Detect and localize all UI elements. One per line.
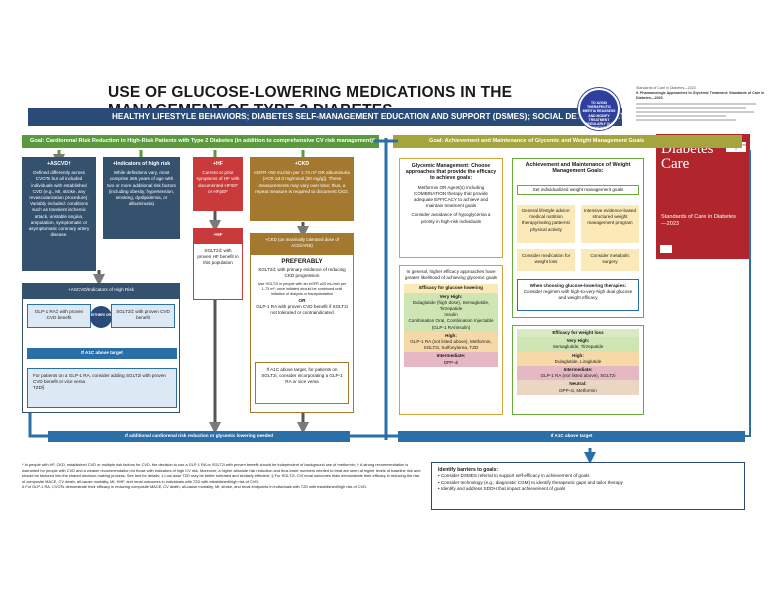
- glycemic-line-1: Metformin OR Agent(s) including COMBINAT…: [413, 184, 489, 209]
- reference-line-2: 9. Pharmacologic Approaches to Glycemic …: [636, 90, 765, 100]
- ascvd-text: Defined differently across CVOTs but all…: [28, 170, 90, 238]
- weight-high: High: Dulaglutide, Liraglutide: [517, 351, 639, 367]
- weight-efficacy-heading: Efficacy for weight loss: [517, 329, 639, 338]
- weight-very-high: Very High: Semaglutide, Tirzepatide: [517, 337, 639, 352]
- glucose-h-label: High:: [445, 332, 457, 338]
- glucose-intermediate: Intermediate: DPP-4i: [404, 352, 498, 367]
- ascvd-bullet-2: TZD§: [33, 385, 45, 391]
- glucose-i-drugs: DPP-4i: [443, 359, 459, 365]
- glucose-high: High: GLP-1 RA (not listed above), Metfo…: [404, 331, 498, 353]
- high-risk-heading: +Indicators of high risk: [112, 161, 171, 167]
- glucose-vh-drugs: Dulaglutide (high dose), Semaglutide, Ti…: [412, 299, 490, 312]
- ckd-sglt2-line: SGLT2i‡ with primary evidence of reducin…: [258, 267, 346, 279]
- weight-heading: Achievement and Maintenance of Weight Ma…: [525, 162, 631, 175]
- high-risk-text: While definitions vary, most comprise ≥5…: [107, 170, 176, 207]
- preferably-label: PREFERABLY: [281, 258, 323, 265]
- dual-efficacy-box: When choosing glucose-lowering therapies…: [517, 279, 639, 311]
- hf-panel: +HF SGLT2i‡ with proven HF benefit in th…: [193, 228, 243, 300]
- glucose-h-drugs: GLP-1 RA (not listed above), Metformin, …: [410, 339, 492, 351]
- either-or-badge: EITHER/ OR: [90, 306, 112, 328]
- ckd-panel: +CKD (on maximally tolerated dose of ACE…: [250, 233, 354, 413]
- lifestyle-banner: HEALTHY LIFESTYLE BEHAVIORS; DIABETES SE…: [28, 108, 710, 126]
- glucose-efficacy-heading: Efficacy for glucose lowering: [404, 284, 498, 293]
- lifestyle-advice-box: General lifestyle advice: medical nutrit…: [517, 205, 575, 243]
- hf-heading: +HF: [213, 161, 223, 167]
- ckd-or-label: OR: [298, 297, 306, 303]
- glycemic-heading: Glycemic Management: Choose approaches t…: [405, 163, 497, 182]
- medication-weight-loss-box: Consider medication for weight loss: [517, 249, 575, 271]
- glycemic-management-box: Glycemic Management: Choose approaches t…: [399, 158, 503, 258]
- barrier-item-3: • Identify and address SDOH that impact …: [438, 486, 566, 492]
- weight-vh-label: Very High:: [566, 338, 590, 344]
- ascvd-followup-box: For patients on a GLP-1 RA, consider add…: [27, 368, 177, 408]
- weight-n-drugs: DPP-4i, Metformin: [559, 387, 597, 393]
- weight-efficacy-box: Efficacy for weight loss Very High: Sema…: [512, 325, 644, 415]
- glycemic-line-2: Consider avoidance of hypoglycemia a pri…: [411, 212, 491, 224]
- ckd-panel-heading: +CKD (on maximally tolerated dose of ACE…: [251, 234, 353, 255]
- glucose-efficacy-box: In general, higher efficacy approaches h…: [399, 265, 503, 415]
- glucose-efficacy-intro: In general, higher efficacy approaches h…: [404, 269, 498, 281]
- weight-goals-box: Set individualized weight management goa…: [517, 185, 639, 195]
- ada-logo-icon: [660, 245, 672, 253]
- left-bottom-bar: If additional cardiorenal risk reduction…: [48, 431, 350, 442]
- glucose-insulin: Insulin: [444, 312, 458, 318]
- hf-text: Current or prior symptoms of HF with doc…: [196, 170, 240, 194]
- weight-management-box: Achievement and Maintenance of Weight Ma…: [512, 158, 644, 318]
- high-risk-box: +Indicators of high risk While definitio…: [103, 157, 180, 239]
- ascvd-panel-heading: +ASCVD/Indicators of High Risk: [23, 284, 179, 299]
- weight-i-drugs: GLP-1 RA (not listed above), SGLT2i: [540, 373, 616, 379]
- glycemic-goal-header: Goal: Achievement and Maintenance of Gly…: [393, 135, 742, 148]
- glucose-vh-label: Very High:: [439, 293, 463, 299]
- glucose-combo: Combination Oral, Combination Injectable…: [408, 318, 494, 330]
- reference-block: Standards of Care in Diabetes—2023 9. Ph…: [636, 86, 766, 123]
- weight-neutral: Neutral: DPP-4i, Metformin: [517, 380, 639, 395]
- hf-box: +HF Current or prior symptoms of HF with…: [193, 157, 243, 211]
- ckd-text: eGFR <60 mL/min per 1.73 m² OR albuminur…: [254, 170, 350, 194]
- footnote-1: * In people with HF, CKD, established CV…: [22, 462, 421, 484]
- hf-panel-text: SGLT2i‡ with proven HF benefit in this p…: [197, 248, 239, 266]
- right-bottom-bar: If A1C above target: [398, 431, 745, 442]
- glucose-i-label: Intermediate:: [436, 353, 466, 359]
- intensive-program-box: Intensive evidence-based structured weig…: [581, 205, 639, 243]
- footnote-2: # For GLP-1 RA, CVOTs demonstrate their …: [22, 484, 368, 490]
- ckd-panel-body: PREFERABLY SGLT2i‡ with primary evidence…: [251, 255, 353, 316]
- glp1-cvd-box: GLP-1 RA‡ with proven CVD benefit: [27, 304, 91, 328]
- journal-subtitle: Standards of Care in Diabetes—2023: [661, 214, 736, 227]
- weight-n-label: Neutral:: [569, 381, 587, 387]
- weight-h-drugs: Dulaglutide, Liraglutide: [554, 358, 602, 364]
- therapeutic-inertia-badge: TO AVOID THERAPEUTIC INERTIA REASSESS AN…: [578, 88, 620, 130]
- ascvd-bullet-1: For patients on a GLP-1 RA, consider add…: [33, 373, 166, 385]
- barrier-item-2: • Consider technology (e.g., diagnostic …: [438, 479, 623, 485]
- barrier-item-1: • Consider DSMES referral to support sel…: [438, 473, 590, 479]
- cardiorenal-goal-header: Goal: Cardiorenal Risk Reduction in High…: [22, 135, 379, 148]
- ckd-heading: +CKD: [294, 161, 310, 167]
- sglt2-cvd-box: SGLT2i‡ with proven CVD benefit: [111, 304, 175, 328]
- dual-efficacy-text: Consider regimen with high-to-very-high …: [523, 289, 633, 301]
- ascvd-box: +ASCVD† Defined differently across CVOTs…: [22, 157, 96, 271]
- ckd-a1c-box: If A1C above target, for patients on SGL…: [255, 362, 349, 404]
- glucose-very-high: Very High: Dulaglutide (high dose), Sema…: [404, 292, 498, 332]
- ascvd-a1c-bar: If A1C above target: [27, 348, 177, 359]
- ckd-glp1-line: GLP-1 RA with proven CVD benefit if SGLT…: [256, 303, 348, 316]
- footnotes: * In people with HF, CKD, established CV…: [22, 462, 422, 490]
- ckd-box: +CKD eGFR <60 mL/min per 1.73 m² OR albu…: [250, 157, 354, 221]
- weight-h-label: High:: [572, 352, 584, 358]
- dual-efficacy-heading: When choosing glucose-lowering therapies…: [529, 283, 627, 288]
- barriers-box: Identify barriers to goals: • Consider D…: [431, 462, 745, 510]
- reference-placeholder-lines: [636, 103, 766, 122]
- journal-name-line2: Care: [661, 156, 690, 172]
- reference-line-1: Standards of Care in Diabetes—2023: [636, 86, 696, 90]
- weight-i-label: Intermediate:: [563, 367, 593, 373]
- ckd-egfr-line: Use SGLT2i in people with an eGFR ≥20 mL…: [257, 281, 347, 296]
- weight-intermediate: Intermediate: GLP-1 RA (not listed above…: [517, 366, 639, 381]
- barriers-heading: Identify barriers to goals:: [438, 467, 499, 473]
- metabolic-surgery-box: Consider metabolic surgery: [581, 249, 639, 271]
- weight-vh-drugs: Semaglutide, Tirzepatide: [552, 344, 604, 350]
- ascvd-heading: +ASCVD†: [46, 161, 72, 167]
- hf-panel-heading: +HF: [194, 229, 242, 244]
- ascvd-panel: +ASCVD/Indicators of High Risk GLP-1 RA‡…: [22, 283, 180, 413]
